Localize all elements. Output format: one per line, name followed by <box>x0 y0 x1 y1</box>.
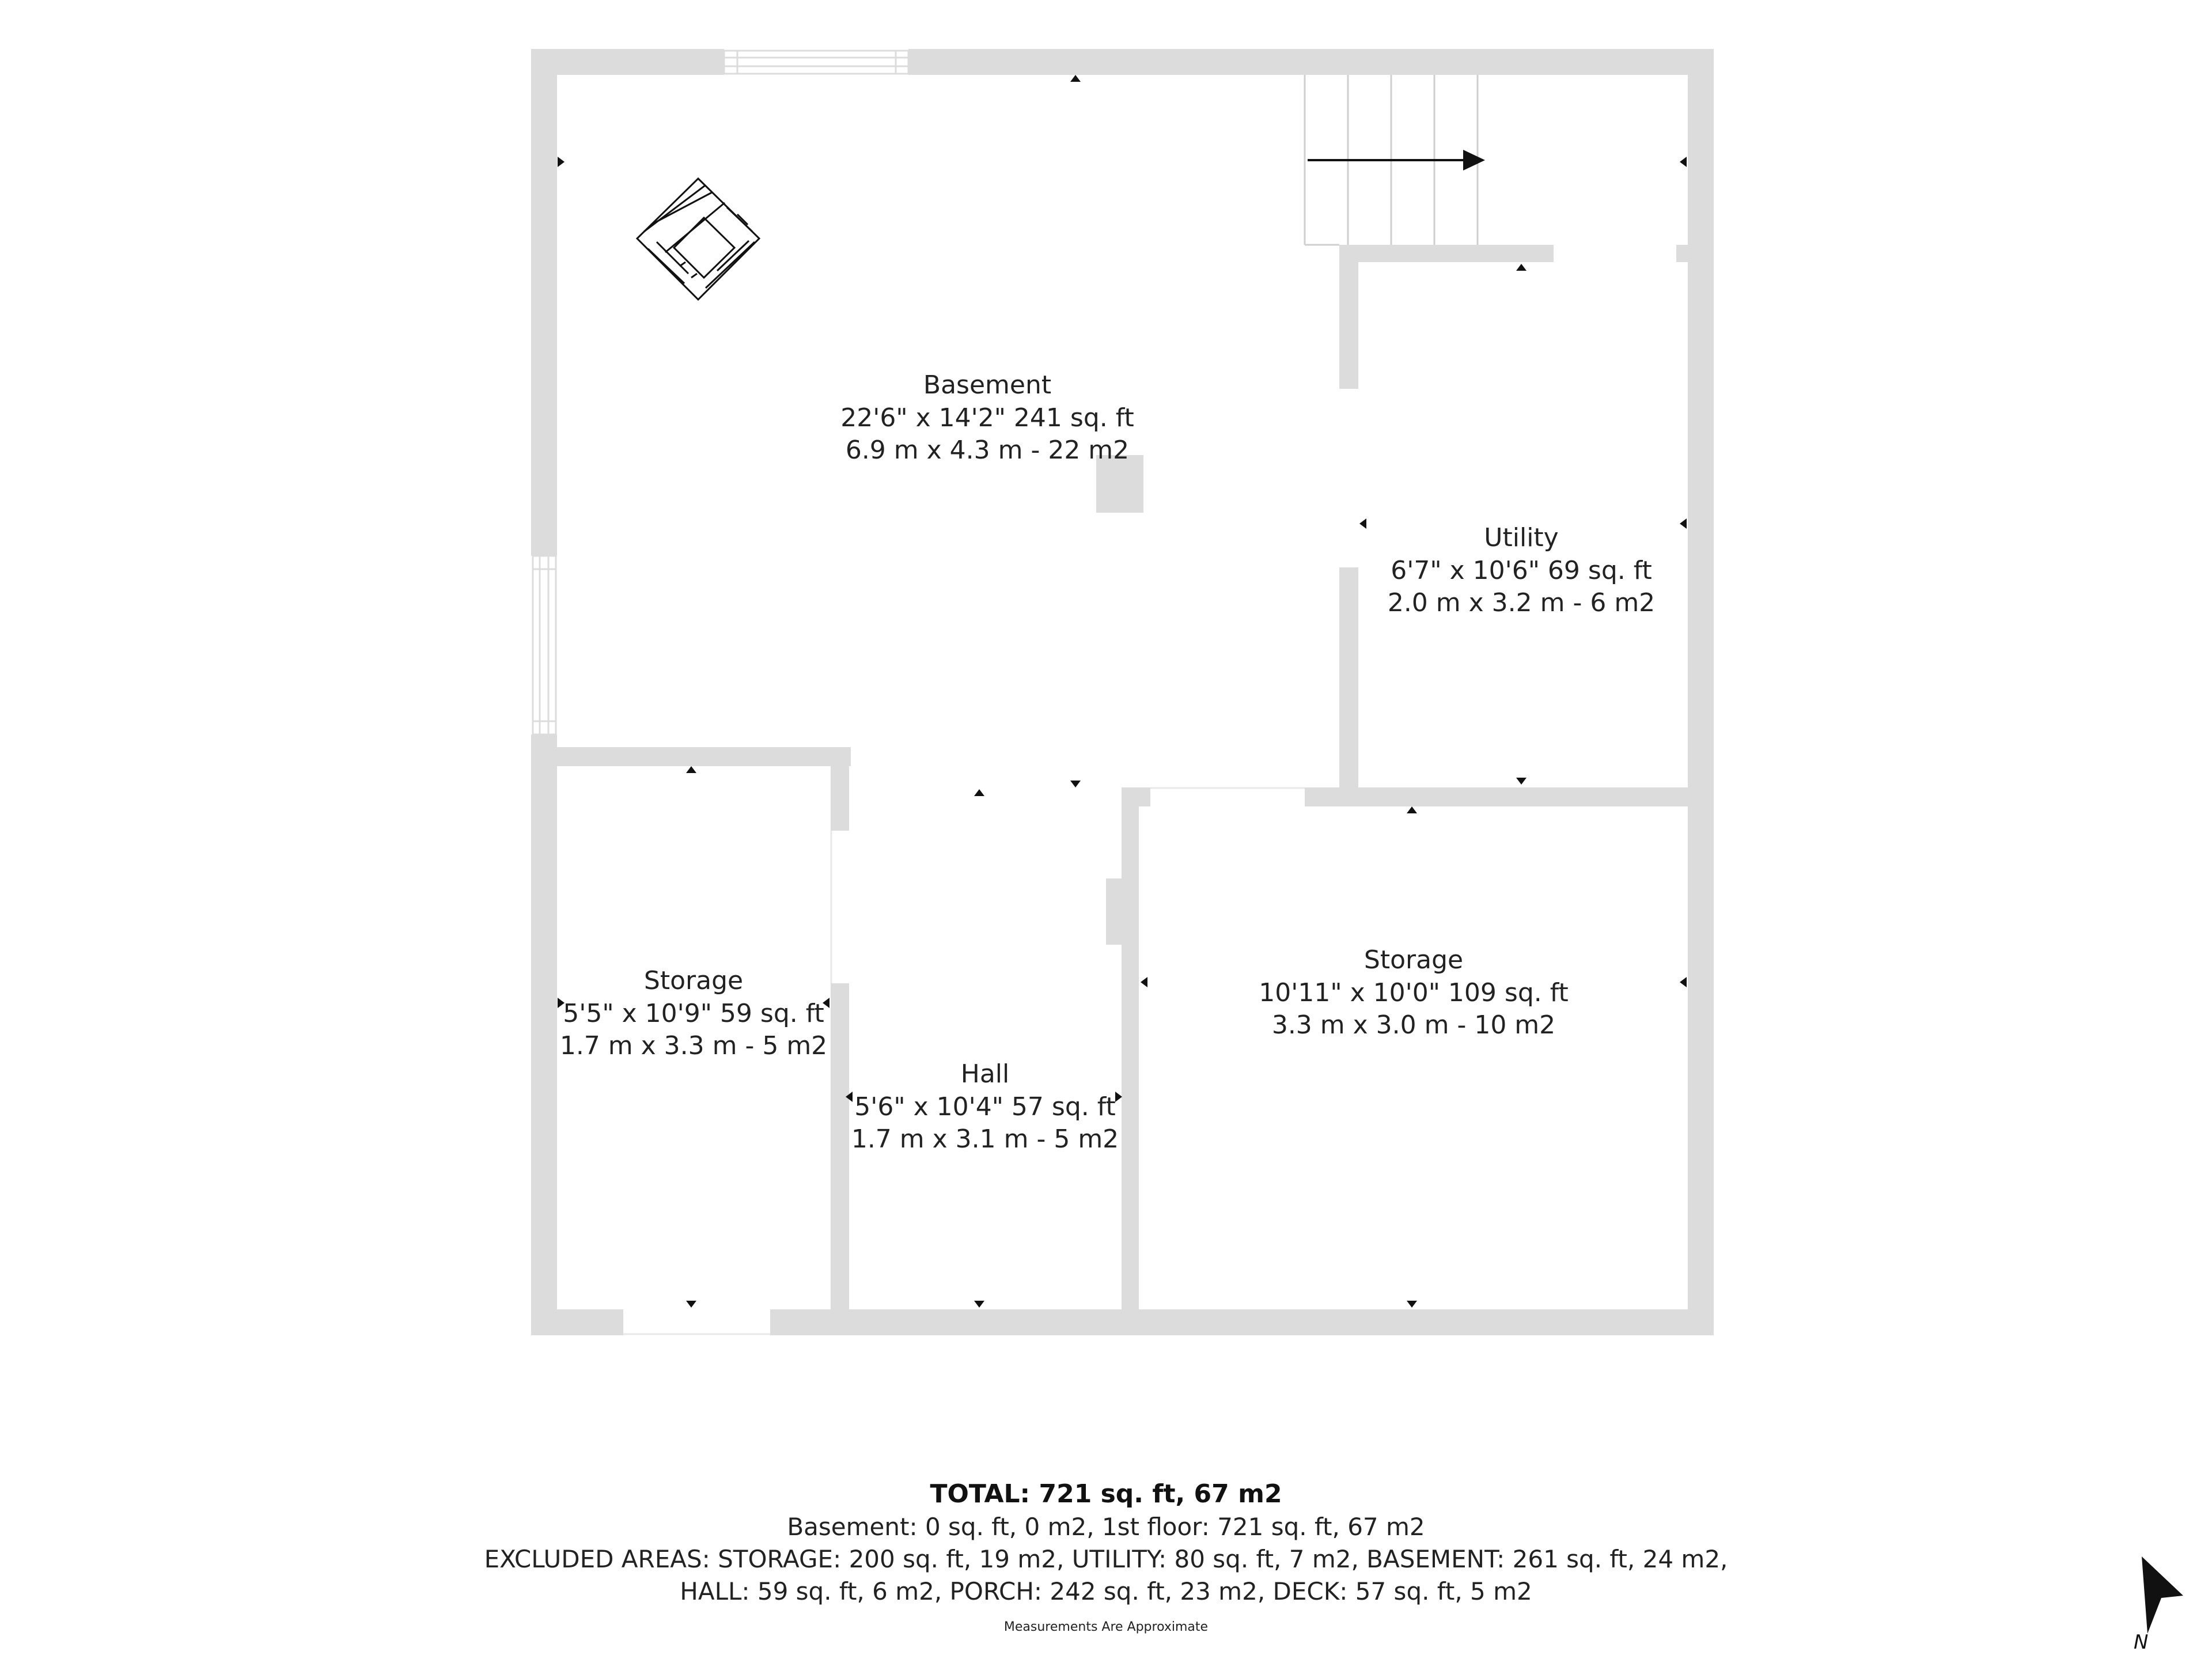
outer-wall-right <box>1688 49 1714 1335</box>
wall-hall-storage-right <box>1122 787 1139 1323</box>
total-area: TOTAL: 721 sq. ft, 67 m2 <box>930 1479 1282 1509</box>
outer-wall-top-left <box>531 49 724 75</box>
room-label-hall: Hall 5'6" x 10'4" 57 sq. ft 1.7 m x 3.1 … <box>851 1058 1119 1156</box>
room-dimensions-imperial: 6'7" x 10'6" 69 sq. ft <box>1391 556 1652 585</box>
wall-storage-right-top-left <box>1122 787 1150 806</box>
wall-storage-right-top-right <box>1305 787 1714 806</box>
outer-wall-top-right <box>908 49 1714 75</box>
wall-utility-left-upper <box>1339 248 1358 389</box>
column <box>1096 455 1143 513</box>
room-dimensions-imperial: 10'11" x 10'0" 109 sq. ft <box>1259 978 1569 1007</box>
stairs-arrow <box>1308 150 1485 171</box>
room-dimensions-imperial: 5'6" x 10'4" 57 sq. ft <box>854 1092 1116 1122</box>
wall-storage-left-top <box>531 747 851 766</box>
room-label-basement: Basement 22'6" x 14'2" 241 sq. ft 6.9 m … <box>840 369 1134 467</box>
wall-storage-hall-lower <box>831 983 849 1323</box>
wall-utility-left-lower <box>1339 567 1358 798</box>
room-dimensions-imperial: 5'5" x 10'9" 59 sq. ft <box>563 999 824 1028</box>
outer-wall-left-lower <box>531 734 557 1335</box>
room-name: Storage <box>1363 945 1464 975</box>
room-dimensions-metric: 1.7 m x 3.3 m - 5 m2 <box>559 1031 828 1060</box>
room-label-storage-right: Storage 10'11" x 10'0" 109 sq. ft 3.3 m … <box>1259 944 1568 1041</box>
area-summary: TOTAL: 721 sq. ft, 67 m2 Basement: 0 sq.… <box>0 1478 2212 1639</box>
wall-utility-top-left <box>1339 245 1554 262</box>
outer-wall-bottom-left <box>531 1309 623 1335</box>
excluded-areas-line-2: HALL: 59 sq. ft, 6 m2, PORCH: 242 sq. ft… <box>680 1577 1532 1605</box>
wall-utility-top-right <box>1676 245 1714 262</box>
doors <box>623 787 1305 1335</box>
room-dimensions-metric: 1.7 m x 3.1 m - 5 m2 <box>851 1124 1119 1154</box>
room-dimensions-imperial: 22'6" x 14'2" 241 sq. ft <box>840 403 1134 433</box>
wall-hall-jog <box>1106 878 1123 945</box>
room-dimensions-metric: 2.0 m x 3.2 m - 6 m2 <box>1387 588 1656 618</box>
outer-wall-bottom-right <box>770 1309 1714 1335</box>
room-name: Utility <box>1484 523 1559 552</box>
room-name: Hall <box>960 1059 1010 1089</box>
room-dimensions-metric: 3.3 m x 3.0 m - 10 m2 <box>1271 1010 1556 1040</box>
wall-storage-hall-upper <box>831 747 849 831</box>
room-label-utility: Utility 6'7" x 10'6" 69 sq. ft 2.0 m x 3… <box>1388 521 1655 619</box>
floor-areas: Basement: 0 sq. ft, 0 m2, 1st floor: 721… <box>787 1513 1425 1541</box>
fireplace-icon <box>635 177 761 301</box>
north-arrow-icon: N <box>2134 1556 2183 1653</box>
excluded-areas-line-1: EXCLUDED AREAS: STORAGE: 200 sq. ft, 19 … <box>484 1545 1728 1573</box>
outer-wall-left-upper <box>531 49 557 556</box>
window-left <box>532 555 557 736</box>
room-name: Storage <box>643 966 744 995</box>
measurement-note: Measurements Are Approximate <box>1003 1620 1209 1634</box>
window-top <box>723 50 910 75</box>
windows <box>532 50 910 736</box>
room-label-storage-left: Storage 5'5" x 10'9" 59 sq. ft 1.7 m x 3… <box>560 964 827 1062</box>
room-name: Basement <box>923 370 1052 400</box>
measurement-markers <box>558 75 1687 1308</box>
north-label: N <box>2134 1631 2148 1653</box>
room-dimensions-metric: 6.9 m x 4.3 m - 22 m2 <box>845 435 1130 465</box>
walls <box>531 49 1714 1335</box>
